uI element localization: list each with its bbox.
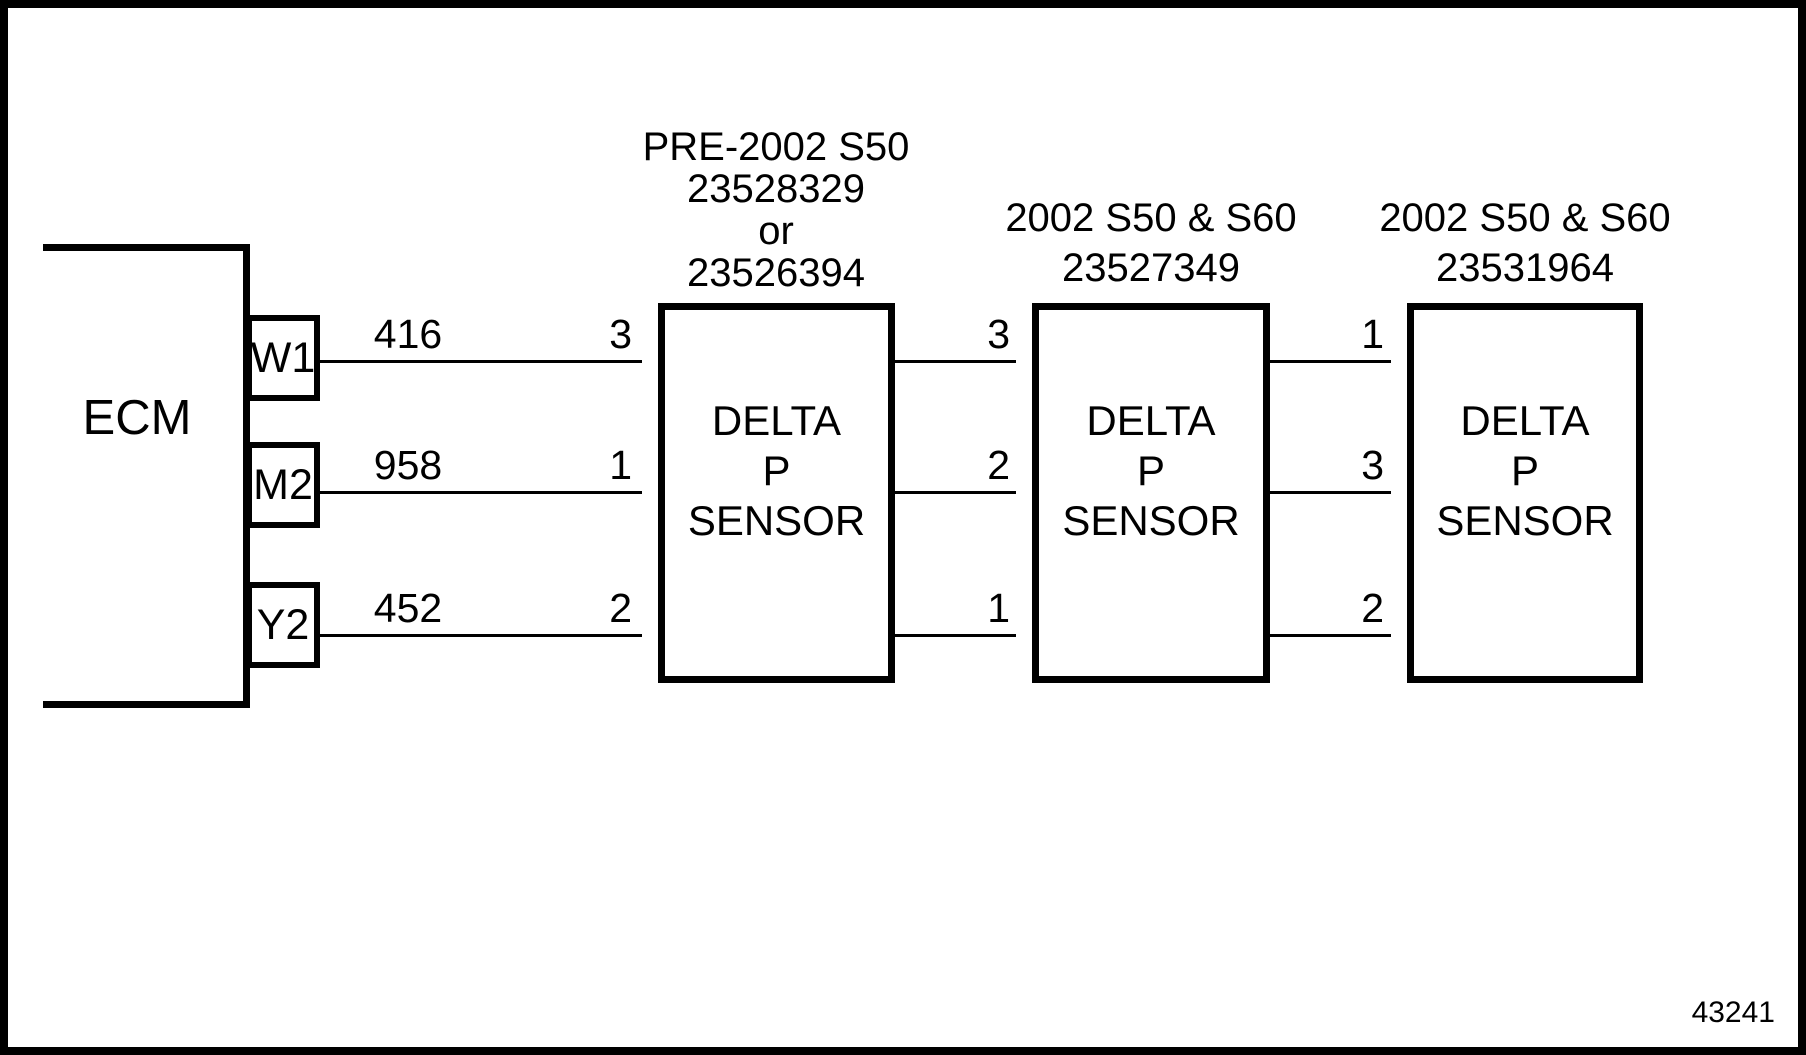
- sensor2-header-line-2: 23527349: [1062, 246, 1240, 290]
- sensor1-header-line-4: 23526394: [687, 251, 865, 295]
- wire-segment-sensor1-to-sensor2-middle: [895, 491, 1016, 494]
- ecm-label: ECM: [82, 391, 192, 445]
- sensor1-pin-number-bottom: 2: [609, 585, 632, 631]
- ecm-box-top-line: [43, 244, 250, 251]
- sensor1-header: PRE-2002 S50 23528329 or 23526394: [591, 126, 961, 294]
- sensor3-body-text: DELTA P SENSOR: [1414, 396, 1636, 546]
- sensor1-pin-number-top: 3: [609, 311, 632, 357]
- wire-452-segment-ecm-to-sensor1: [320, 634, 642, 637]
- ecm-pin-box-m2: M2: [246, 442, 320, 528]
- wire-segment-sensor2-to-sensor3-bottom: [1270, 634, 1391, 637]
- sensor2-header: 2002 S50 & S60 23527349: [971, 193, 1331, 293]
- ecm-pin-box-y2: Y2: [246, 582, 320, 668]
- sensor3-pin-number-bottom: 2: [1361, 585, 1384, 631]
- sensor3-body-line-3: SENSOR: [1436, 497, 1614, 544]
- sensor3-pin-number-middle: 3: [1361, 442, 1384, 488]
- sensor3-header: 2002 S50 & S60 23531964: [1345, 193, 1705, 293]
- wire-number-452: 452: [373, 585, 443, 631]
- sensor1-body-text: DELTA P SENSOR: [665, 396, 888, 546]
- sensor1-header-line-2: 23528329: [687, 167, 865, 211]
- ecm-pin-box-w1: W1: [246, 315, 320, 401]
- sensor1-pin-number-middle: 1: [609, 442, 632, 488]
- wire-416-segment-ecm-to-sensor1: [320, 360, 642, 363]
- sensor2-body-line-3: SENSOR: [1062, 497, 1240, 544]
- sensor2-pin-number-bottom: 1: [987, 585, 1010, 631]
- wire-segment-sensor2-to-sensor3-top: [1270, 360, 1391, 363]
- figure-number: 43241: [1691, 996, 1775, 1029]
- ecm-pin-label-y2: Y2: [256, 600, 310, 649]
- sensor2-pin-number-middle: 2: [987, 442, 1010, 488]
- sensor2-box: DELTA P SENSOR: [1032, 303, 1270, 683]
- sensor1-header-line-1: PRE-2002 S50: [642, 125, 910, 169]
- sensor2-body-text: DELTA P SENSOR: [1039, 396, 1263, 546]
- sensor1-body-line-3: SENSOR: [687, 497, 866, 544]
- sensor2-pin-number-top: 3: [987, 311, 1010, 357]
- sensor1-body-line-1: DELTA: [711, 397, 842, 444]
- ecm-pin-label-m2: M2: [253, 460, 313, 509]
- sensor2-body-line-1: DELTA: [1086, 397, 1216, 444]
- wire-number-958: 958: [373, 442, 443, 488]
- sensor3-pin-number-top: 1: [1361, 311, 1384, 357]
- sensor3-body-line-1: DELTA: [1460, 397, 1590, 444]
- sensor1-box: DELTA P SENSOR: [658, 303, 895, 683]
- sensor3-header-line-2: 23531964: [1436, 246, 1614, 290]
- sensor2-header-line-1: 2002 S50 & S60: [1005, 196, 1297, 240]
- ecm-pin-label-w1: W1: [250, 333, 316, 382]
- wire-segment-sensor2-to-sensor3-middle: [1270, 491, 1391, 494]
- wire-segment-sensor1-to-sensor2-bottom: [895, 634, 1016, 637]
- wire-number-416: 416: [373, 311, 443, 357]
- sensor1-header-line-3: or: [758, 209, 794, 253]
- sensor2-body-line-2: P: [1136, 447, 1165, 494]
- sensor3-box: DELTA P SENSOR: [1407, 303, 1643, 683]
- sensor3-header-line-1: 2002 S50 & S60: [1379, 196, 1671, 240]
- sensor3-body-line-2: P: [1510, 447, 1539, 494]
- wire-958-segment-ecm-to-sensor1: [320, 491, 642, 494]
- sensor1-body-line-2: P: [762, 447, 791, 494]
- wire-segment-sensor1-to-sensor2-top: [895, 360, 1016, 363]
- ecm-box-bottom-line: [43, 701, 250, 708]
